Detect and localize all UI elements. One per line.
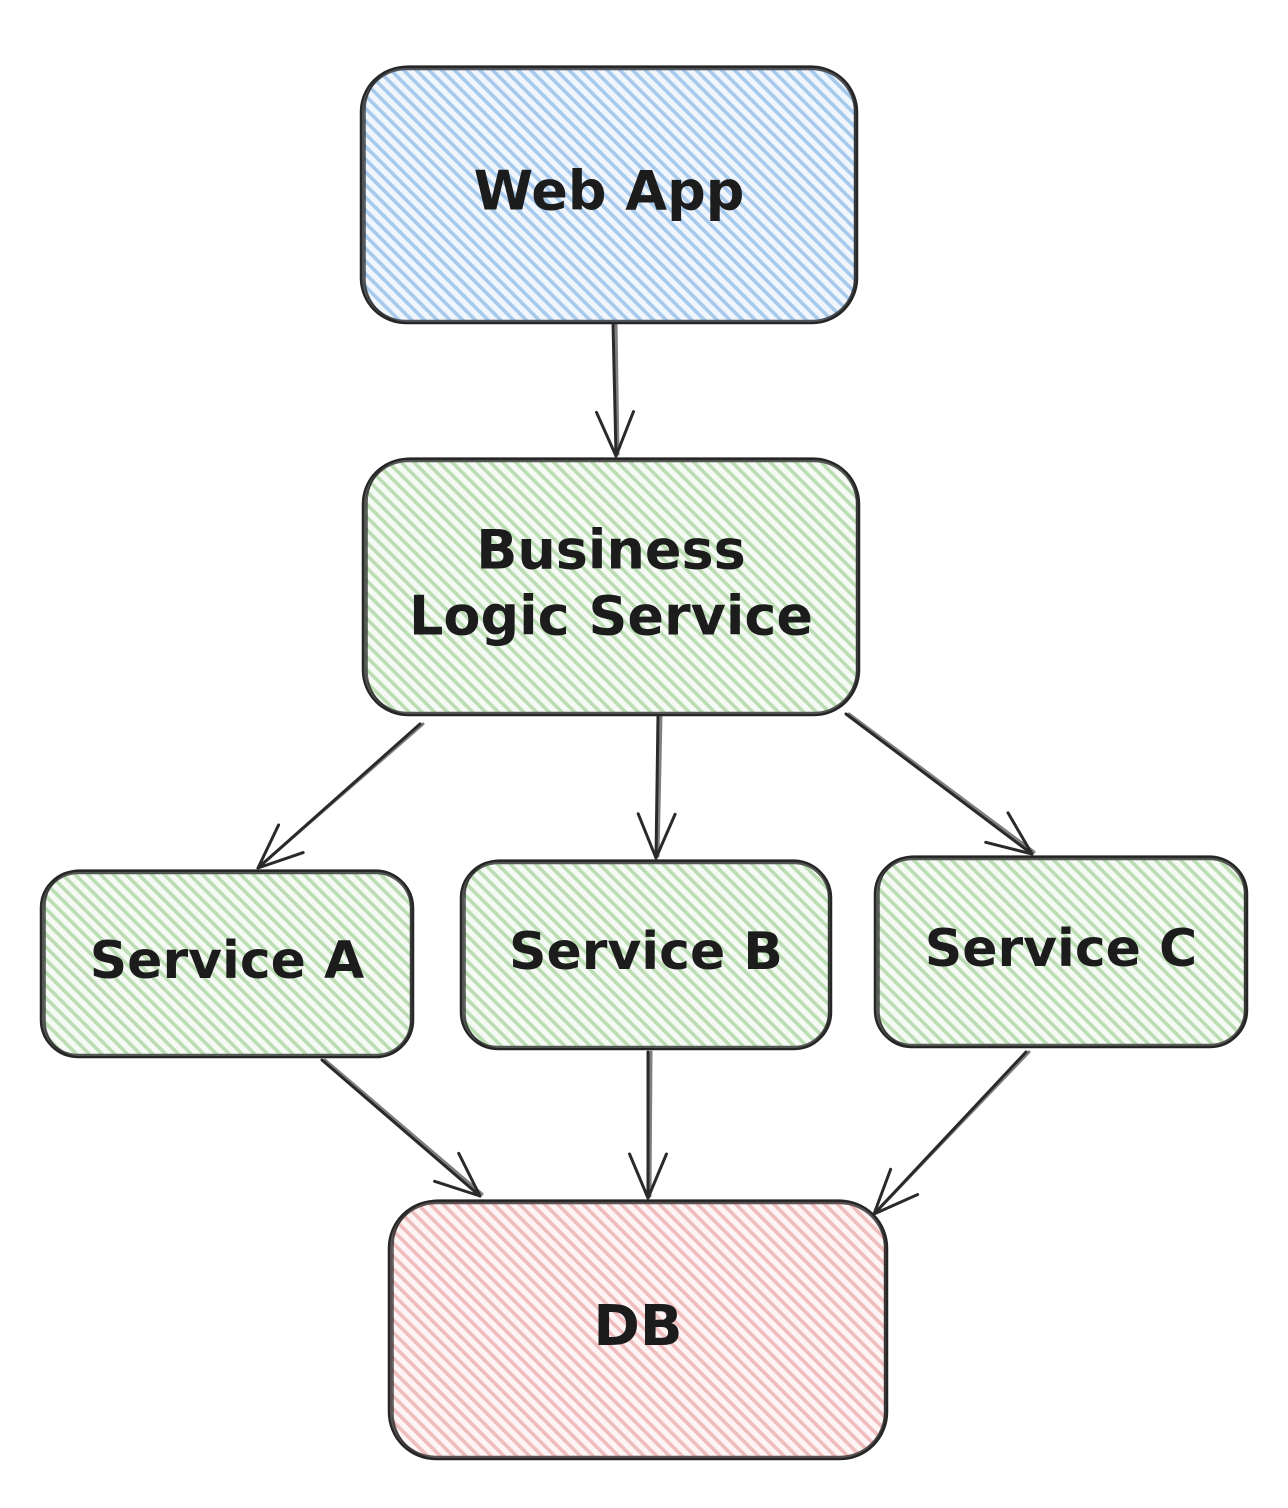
edge-line xyxy=(844,712,1034,856)
node-label: Web App xyxy=(474,160,745,223)
node-web-app[interactable]: Web App xyxy=(359,65,859,325)
node-box xyxy=(39,869,415,1059)
node-label: Service B xyxy=(509,922,783,982)
edge-line xyxy=(320,1058,482,1198)
node-label: Logic Service xyxy=(409,585,813,648)
edge-line-sketch xyxy=(847,712,1036,854)
edge-service-c-to-db xyxy=(872,1050,1031,1216)
node-tint xyxy=(462,862,830,1048)
node-service-a[interactable]: Service A xyxy=(39,869,415,1059)
arrow-head-icon xyxy=(636,812,677,860)
arrow-head-icon xyxy=(628,1152,668,1200)
node-label: Service A xyxy=(90,931,365,991)
node-box xyxy=(459,859,833,1051)
node-label: Business xyxy=(476,519,746,582)
node-box-sketch xyxy=(392,1199,886,1460)
node-box-sketch xyxy=(364,65,856,324)
node-tint xyxy=(42,872,412,1056)
node-db[interactable]: DB xyxy=(387,1199,889,1461)
arrow-head-icon xyxy=(595,410,635,458)
node-box-sketch xyxy=(878,855,1246,1048)
edge-line-sketch xyxy=(614,320,620,456)
edge-line-sketch xyxy=(656,714,663,858)
edge-line-sketch xyxy=(648,1050,653,1198)
edge-line xyxy=(611,320,618,458)
edge-line xyxy=(654,714,660,860)
node-tint xyxy=(390,1202,886,1458)
node-tint xyxy=(364,460,858,714)
node-tint xyxy=(362,68,856,322)
edge-service-a-to-db xyxy=(320,1058,484,1198)
edge-business-logic-service-to-service-b xyxy=(636,714,677,860)
node-tint xyxy=(876,858,1246,1046)
edges-layer xyxy=(256,320,1036,1216)
edge-line-sketch xyxy=(258,722,425,868)
arrow-head-icon xyxy=(984,811,1034,856)
edge-business-logic-service-to-service-a xyxy=(256,722,425,870)
node-label: Service C xyxy=(925,919,1197,979)
arrow-head-icon xyxy=(433,1151,482,1198)
node-label: DB xyxy=(593,1294,682,1359)
edge-web-app-to-business-logic-service xyxy=(595,320,635,458)
node-box-sketch xyxy=(44,869,412,1058)
edge-line-sketch xyxy=(323,1058,484,1196)
node-box xyxy=(387,1199,889,1461)
edge-line-sketch xyxy=(874,1050,1031,1214)
node-box xyxy=(359,65,859,325)
node-box-sketch xyxy=(464,859,830,1050)
node-service-c[interactable]: Service C xyxy=(873,855,1249,1049)
edge-service-b-to-db xyxy=(628,1050,668,1200)
node-service-b[interactable]: Service B xyxy=(459,859,833,1051)
node-box xyxy=(361,457,861,717)
node-box-sketch xyxy=(366,457,858,716)
edge-business-logic-service-to-service-c xyxy=(844,712,1036,856)
arrow-head-icon xyxy=(256,823,305,870)
node-box xyxy=(873,855,1249,1049)
